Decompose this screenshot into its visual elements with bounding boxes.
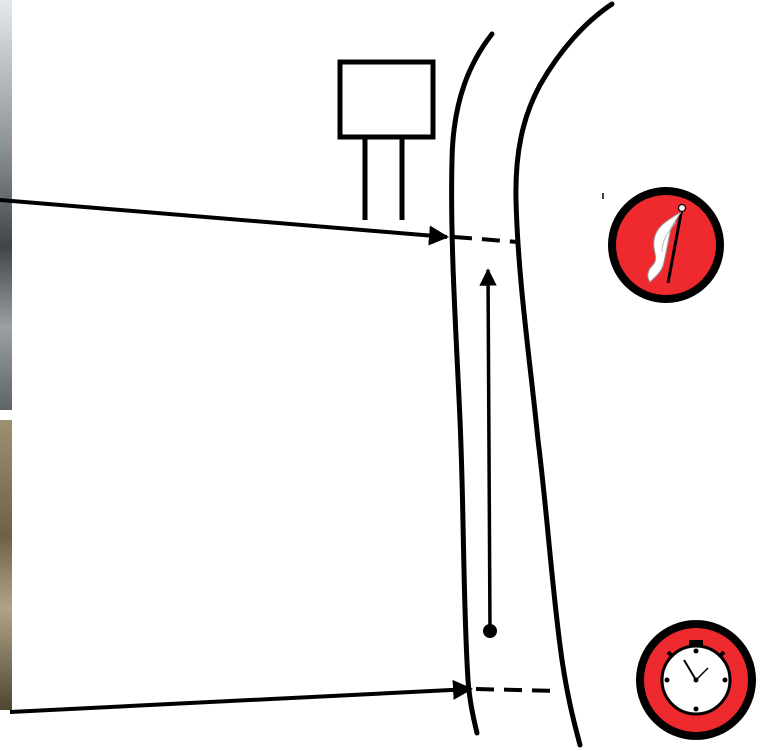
signboard — [340, 62, 433, 137]
finish-line — [476, 689, 558, 691]
direction-arrow — [488, 270, 490, 631]
white-flag-icon — [608, 187, 724, 303]
direction-arrow-origin — [483, 624, 497, 638]
stopwatch-icon — [636, 620, 756, 740]
start-line — [454, 237, 518, 242]
pointer-arrow-start — [0, 200, 447, 237]
pointer-arrow-finish — [10, 689, 471, 712]
track-right-edge — [516, 4, 612, 745]
